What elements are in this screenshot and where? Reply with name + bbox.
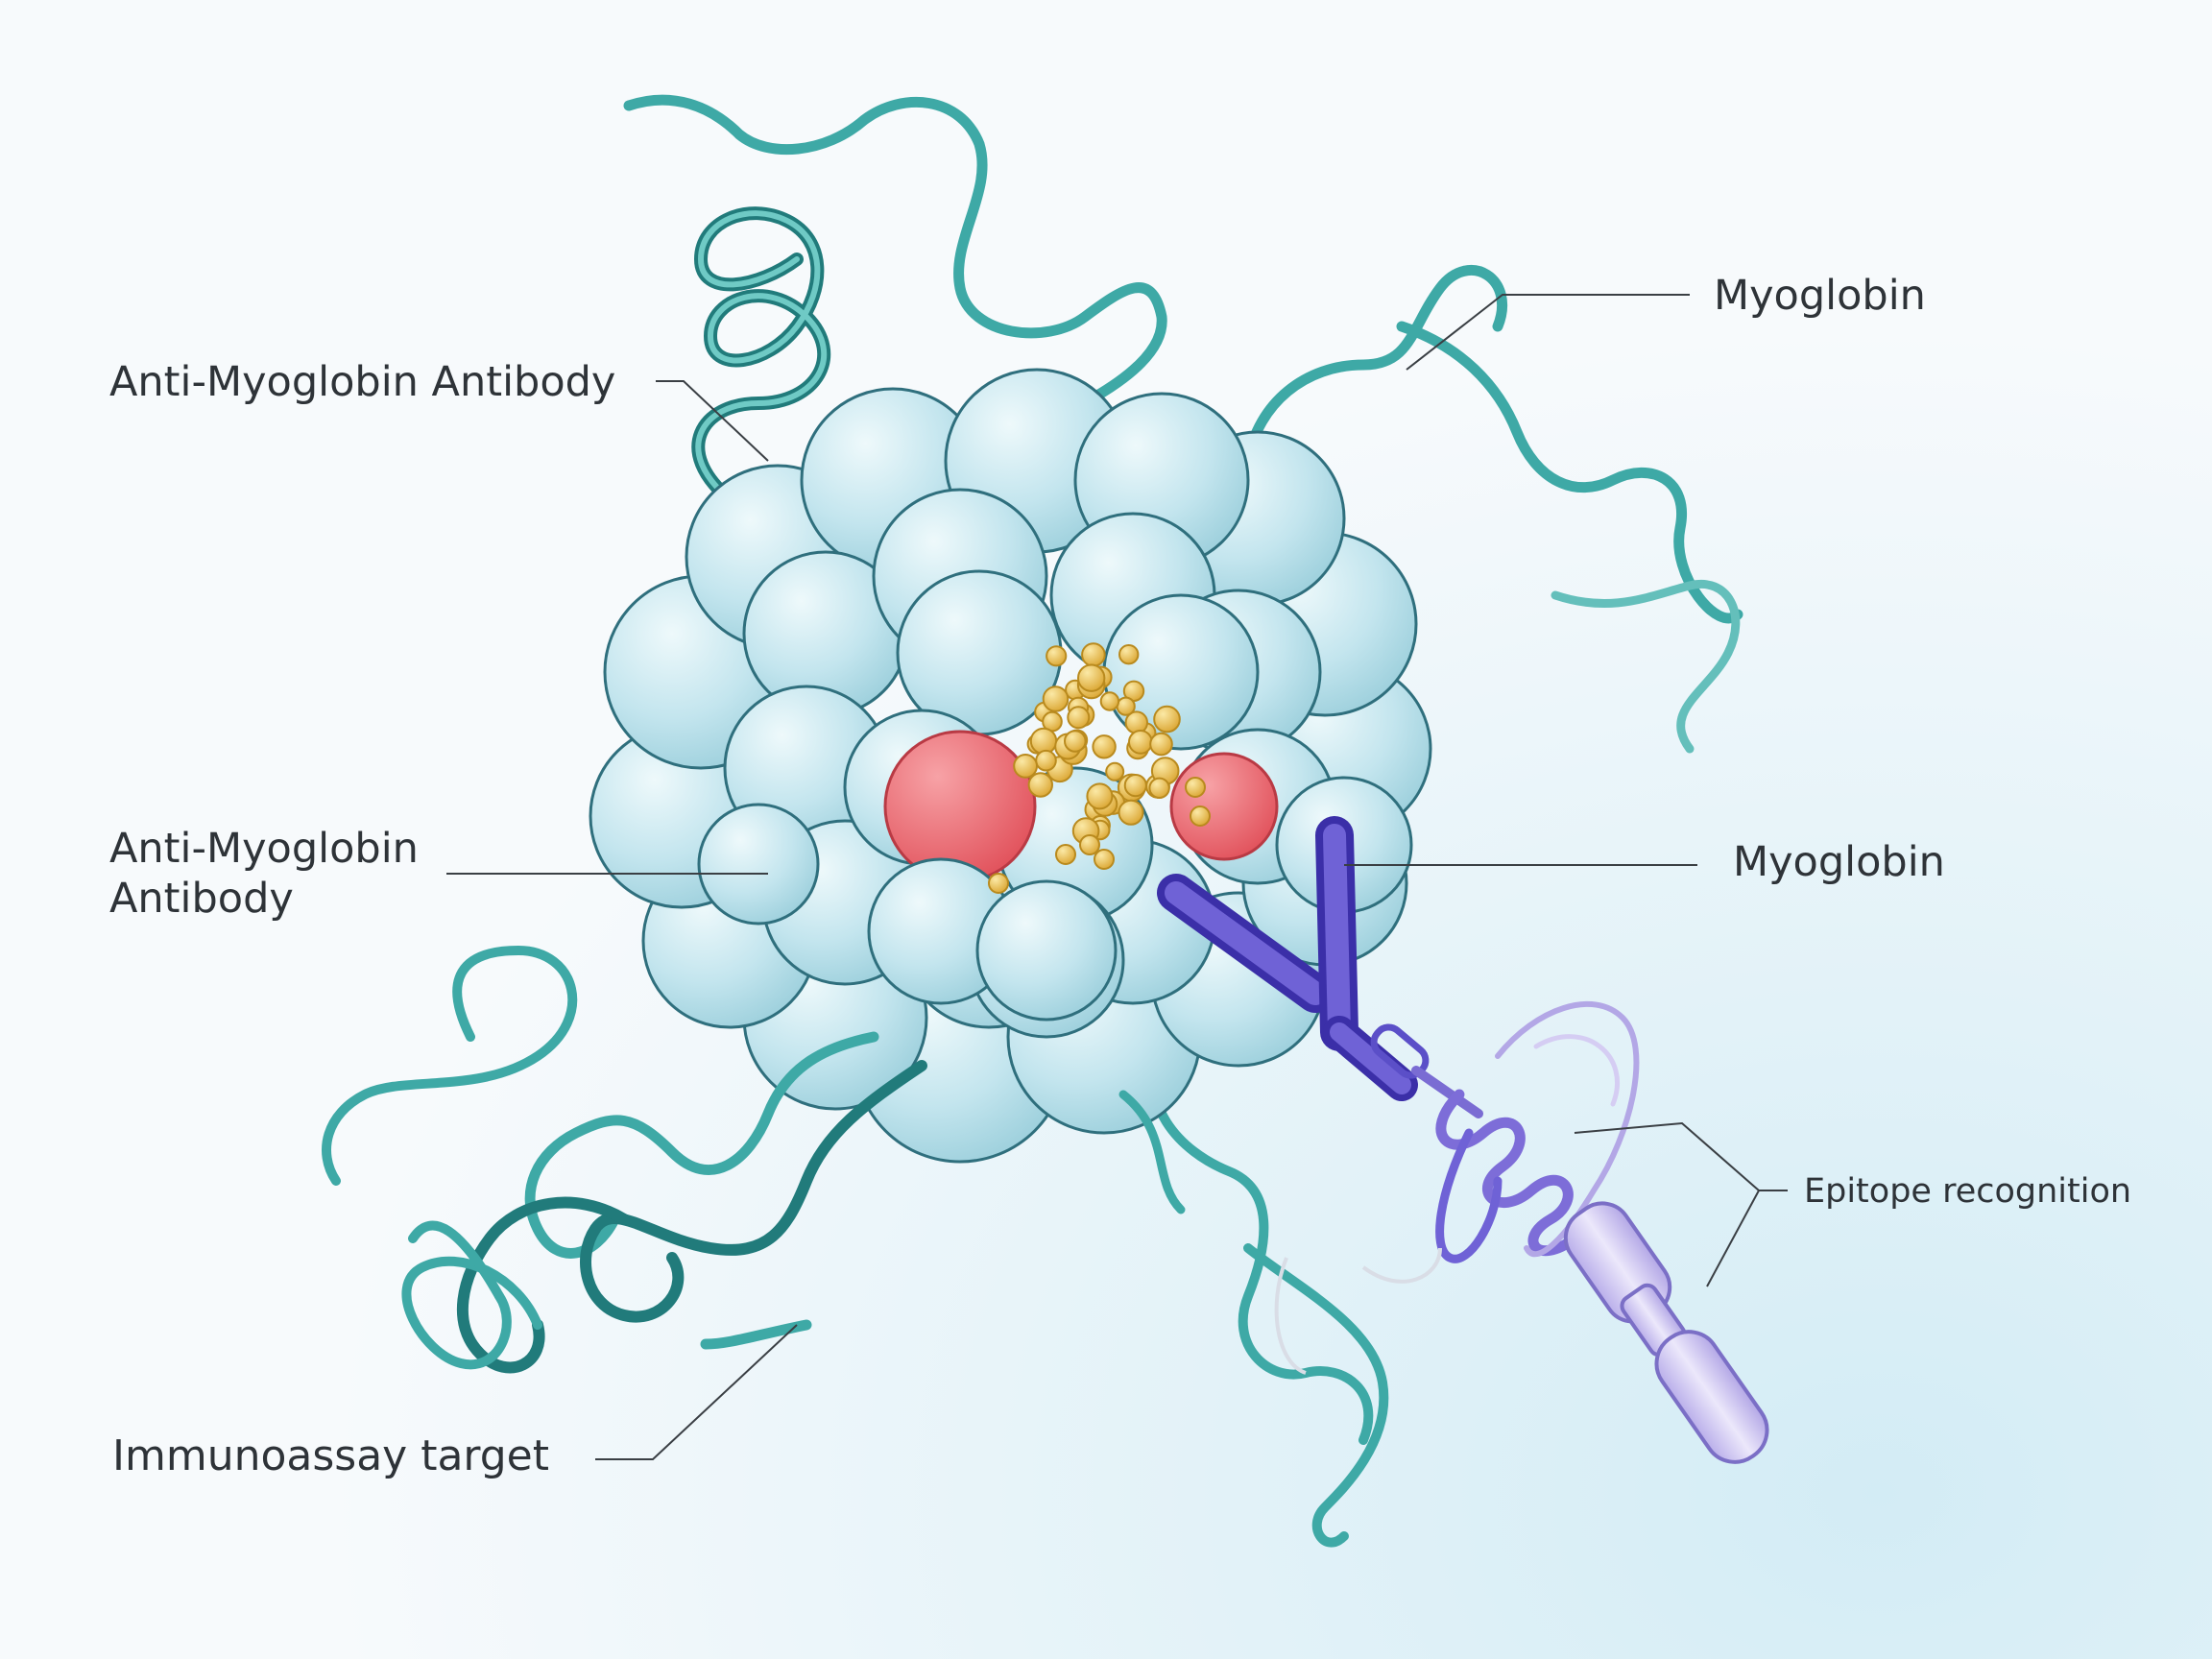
- ligand-bead: [1067, 706, 1091, 730]
- ligand-bead: [1081, 642, 1106, 667]
- ligand-bead: [1118, 644, 1140, 665]
- leader-bottom-right-2: [1706, 1190, 1760, 1287]
- ligand-bead: [1013, 754, 1038, 779]
- ligand-bead: [1092, 734, 1117, 759]
- ligand-bead: [1035, 749, 1057, 772]
- heme-sphere-left: [883, 730, 1037, 883]
- leader-top-left: [656, 380, 769, 462]
- ligand-bead: [1064, 730, 1087, 753]
- probe-vial: [1563, 1201, 1769, 1464]
- ligand-bead: [1077, 663, 1106, 692]
- ligand-bead: [1148, 777, 1170, 799]
- faint-ribbons: [1274, 1247, 1442, 1375]
- heme-sphere-right: [1169, 752, 1279, 861]
- label-epitope-recognition: Epitope recognition: [1804, 1172, 2132, 1211]
- ligand-bead: [1105, 761, 1125, 781]
- ligand-bead: [1185, 777, 1206, 798]
- leader-bottom-left: [595, 1324, 798, 1460]
- helix-top-left: [691, 206, 831, 506]
- ligand-bead: [1046, 645, 1068, 667]
- ligand-bead: [1190, 805, 1211, 827]
- ligand-bead: [1094, 849, 1115, 870]
- myoglobin-cluster-front: [697, 776, 1413, 1022]
- ligand-bead: [1153, 705, 1181, 733]
- label-immunoassay-target: Immunoassay target: [112, 1431, 549, 1480]
- label-line-1: Anti-Myoglobin: [109, 825, 419, 873]
- ligand-bead: [1079, 834, 1100, 855]
- antibody: [1157, 816, 1640, 1263]
- leader-top-right: [1406, 294, 1690, 371]
- ligand-bead: [1029, 727, 1058, 756]
- ligand-bead: [1099, 691, 1120, 711]
- ligand-bead: [1118, 799, 1144, 826]
- ligand-bead: [1027, 772, 1054, 798]
- ligand-bead: [1055, 844, 1076, 865]
- ligand-bead: [1128, 730, 1153, 755]
- ligand-bead: [1116, 696, 1136, 716]
- ligand-bead: [1042, 685, 1070, 712]
- label-line-2: Antibody: [109, 875, 294, 924]
- ligand-bead: [988, 873, 1009, 894]
- label-myoglobin-top: Myoglobin: [1714, 272, 1926, 320]
- ribbon-strands-front: [322, 945, 1186, 1374]
- label-myoglobin-middle: Myoglobin: [1733, 838, 1945, 886]
- leader-lines: [446, 294, 1788, 1460]
- ribbon-strands-back: [623, 94, 1743, 1548]
- label-anti-myoglobin-antibody-top: Anti-Myoglobin Antibody: [109, 358, 616, 406]
- ligand-beads: [988, 642, 1211, 894]
- leader-bottom-right: [1574, 1121, 1788, 1191]
- ligand-bead: [1149, 732, 1173, 757]
- ligand-bead: [1123, 774, 1147, 798]
- ligand-bead: [1086, 782, 1114, 810]
